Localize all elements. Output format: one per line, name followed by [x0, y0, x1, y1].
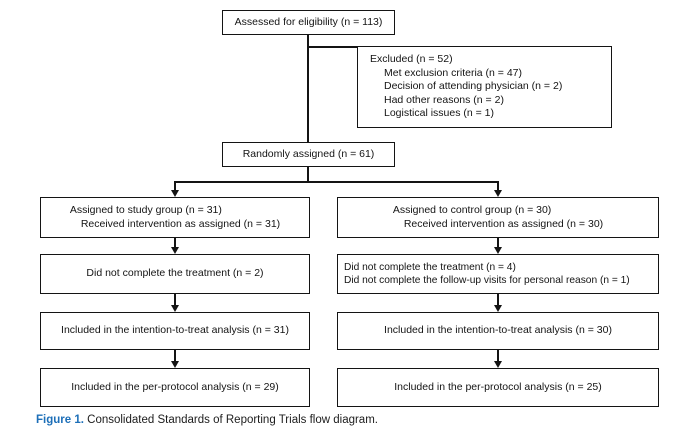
connector-study-2-3: [174, 294, 176, 306]
box-text: Did not complete the treatment (n = 2): [86, 267, 264, 280]
arrowhead-down-icon: [171, 361, 179, 368]
box-line2: Received intervention as assigned (n = 3…: [403, 217, 604, 230]
box-control-group-assigned: Assigned to control group (n = 30) Recei…: [337, 197, 659, 238]
box-control-dropout: Did not complete the treatment (n = 4) D…: [337, 254, 659, 294]
box-text: Assessed for eligibility (n = 113): [234, 15, 383, 28]
connector-assessed-to-randomized: [307, 35, 309, 142]
box-text: Included in the intention-to-treat analy…: [384, 324, 612, 337]
arrowhead-down-icon: [171, 247, 179, 254]
box-line2: Did not complete the follow-up visits fo…: [344, 275, 630, 286]
figure-caption-text: Consolidated Standards of Reporting Tria…: [83, 414, 378, 426]
arrowhead-down-icon: [494, 247, 502, 254]
connector-control-1-2: [497, 238, 499, 248]
connector-study-3-4: [174, 350, 176, 362]
box-study-group-assigned: Assigned to study group (n = 31) Receive…: [40, 197, 310, 238]
connector-randomized-to-split: [307, 167, 309, 182]
excluded-title: Excluded (n = 52): [370, 53, 453, 65]
connector-split-to-study: [174, 181, 176, 191]
connector-study-1-2: [174, 238, 176, 248]
box-text: Randomly assigned (n = 61): [242, 147, 375, 160]
box-study-dropout: Did not complete the treatment (n = 2): [40, 254, 310, 294]
box-text: Included in the per-protocol analysis (n…: [71, 380, 279, 393]
box-text: Included in the intention-to-treat analy…: [61, 324, 289, 337]
figure-caption-label: Figure 1.: [36, 414, 84, 426]
connector-split-horizontal: [174, 181, 499, 183]
box-randomly-assigned: Randomly assigned (n = 61): [222, 142, 395, 167]
arrowhead-down-icon: [494, 305, 502, 312]
box-line1: Assigned to control group (n = 30): [392, 204, 552, 216]
excluded-item: Logistical issues (n = 1): [384, 107, 495, 119]
box-line1: Assigned to study group (n = 31): [69, 204, 222, 216]
box-text: Included in the per-protocol analysis (n…: [394, 380, 602, 393]
box-line1: Did not complete the treatment (n = 4): [344, 261, 516, 273]
connector-control-3-4: [497, 350, 499, 362]
box-study-per-protocol: Included in the per-protocol analysis (n…: [40, 368, 310, 407]
box-control-itt-analysis: Included in the intention-to-treat analy…: [337, 312, 659, 350]
box-study-itt-analysis: Included in the intention-to-treat analy…: [40, 312, 310, 350]
box-control-per-protocol: Included in the per-protocol analysis (n…: [337, 368, 659, 407]
excluded-item: Met exclusion criteria (n = 47): [384, 66, 523, 79]
figure-caption: Figure 1. Consolidated Standards of Repo…: [36, 414, 378, 426]
connector-control-2-3: [497, 294, 499, 306]
connector-excluded-branch: [308, 46, 358, 48]
box-excluded: Excluded (n = 52) Met exclusion criteria…: [357, 46, 612, 128]
arrowhead-down-icon: [494, 190, 502, 197]
box-assessed-for-eligibility: Assessed for eligibility (n = 113): [222, 10, 395, 35]
arrowhead-down-icon: [171, 305, 179, 312]
box-line2: Received intervention as assigned (n = 3…: [80, 217, 281, 230]
arrowhead-down-icon: [171, 190, 179, 197]
connector-split-to-control: [497, 181, 499, 191]
excluded-item: Decision of attending physician (n = 2): [384, 80, 563, 92]
arrowhead-down-icon: [494, 361, 502, 368]
excluded-item: Had other reasons (n = 2): [384, 93, 504, 106]
